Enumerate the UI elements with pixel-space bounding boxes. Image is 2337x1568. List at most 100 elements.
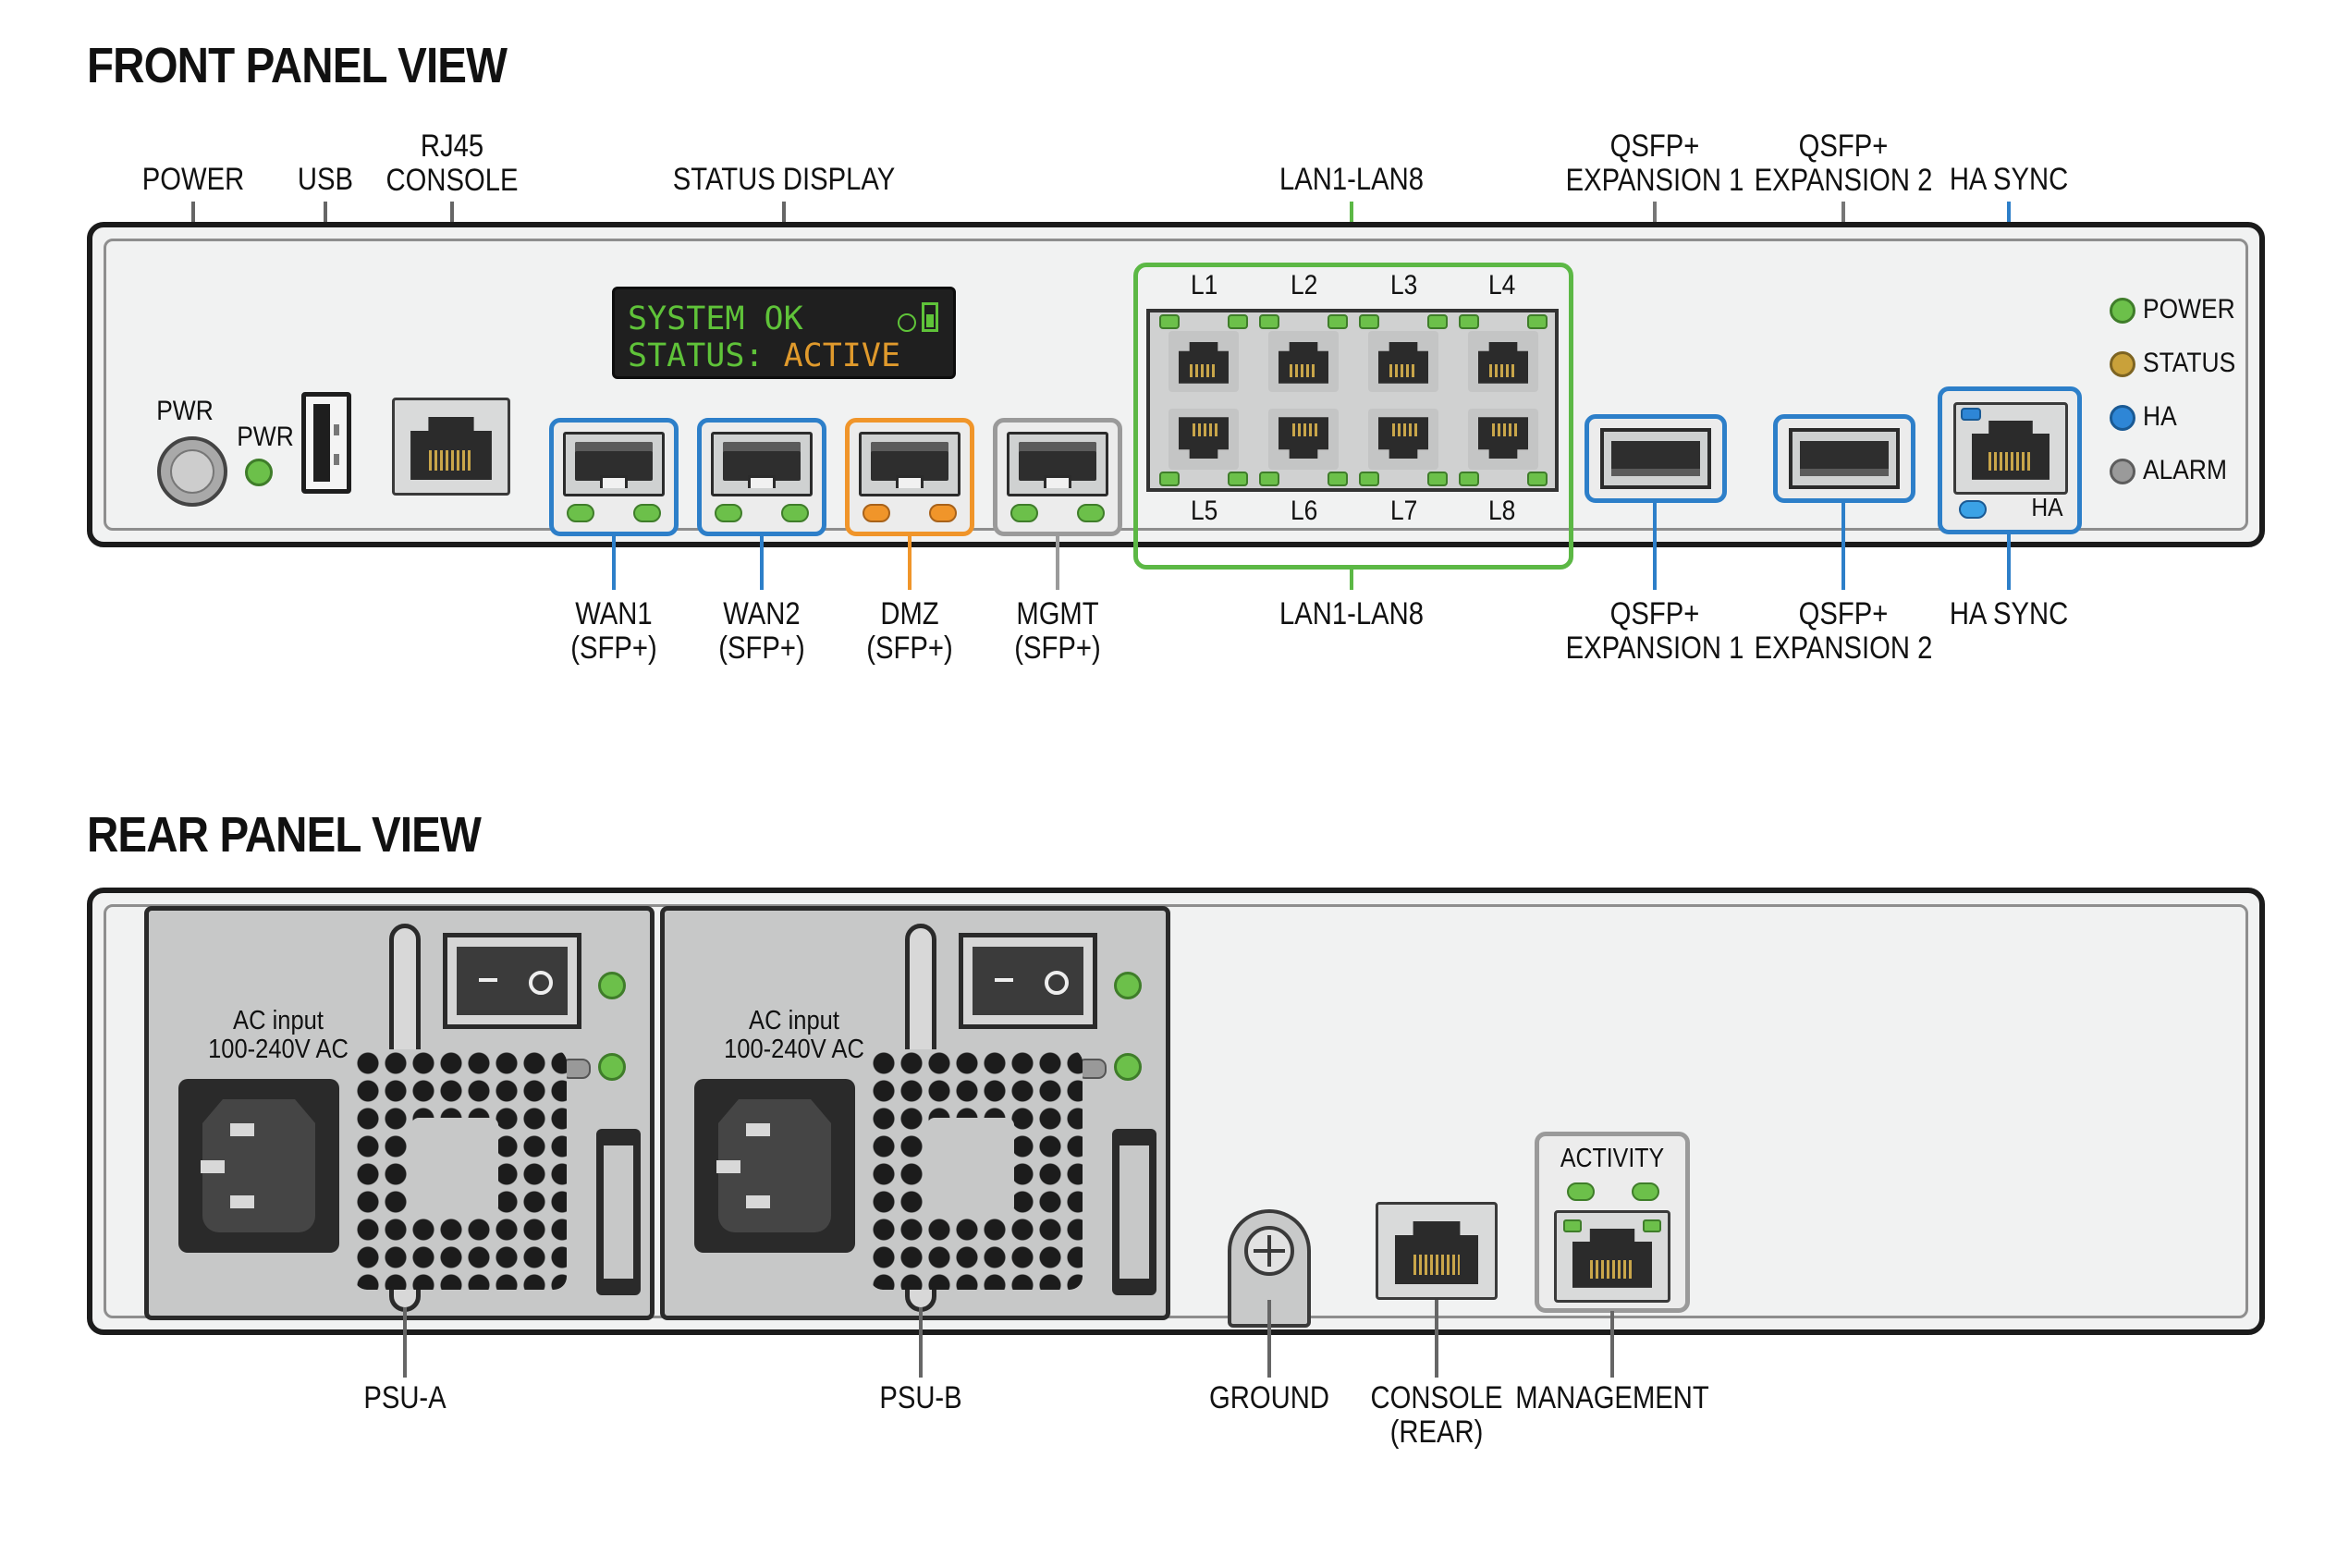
leader-wan2 bbox=[760, 536, 764, 590]
ha-port-label: HA bbox=[2031, 493, 2063, 521]
callout-wan1: WAN1(SFP+) bbox=[570, 596, 657, 666]
lan-label-l2: L2 bbox=[1291, 270, 1318, 300]
wan2-led-link bbox=[715, 504, 742, 522]
psu-a-led-1 bbox=[598, 972, 626, 999]
callout-psu-a: PSU-A bbox=[363, 1380, 447, 1415]
mgmt-led-activity bbox=[1077, 504, 1105, 522]
dmz-sfp-port[interactable] bbox=[845, 418, 974, 536]
callout-ha-top: HA SYNC bbox=[1949, 162, 2069, 197]
psu-a-latch[interactable] bbox=[596, 1129, 641, 1295]
leader-management bbox=[1610, 1311, 1614, 1378]
activity-label: ACTIVITY bbox=[1560, 1144, 1665, 1173]
lan-port-l7[interactable] bbox=[1359, 407, 1448, 486]
qsfp-expansion-1-port[interactable] bbox=[1585, 414, 1727, 503]
legend-led-alarm bbox=[2110, 459, 2135, 484]
rj45-console-port[interactable] bbox=[392, 398, 510, 496]
ha-sync-port[interactable]: HA bbox=[1938, 386, 2082, 534]
lan-label-l7: L7 bbox=[1390, 496, 1418, 526]
callout-ha-bottom: HA SYNC bbox=[1949, 596, 2069, 631]
leader-console-rear bbox=[1435, 1300, 1438, 1378]
psu-b-fan-grille bbox=[870, 1049, 1083, 1290]
mgmt-led-link bbox=[1010, 504, 1038, 522]
callout-wan2: WAN2(SFP+) bbox=[718, 596, 805, 666]
callout-qsfp1-bottom: QSFP+EXPANSION 1 bbox=[1565, 596, 1744, 666]
power-button-label: PWR bbox=[156, 396, 214, 426]
wan2-led-activity bbox=[781, 504, 809, 522]
leader-ground bbox=[1267, 1300, 1271, 1378]
mgmt-activity-led-1 bbox=[1567, 1182, 1595, 1201]
psu-a-led-2 bbox=[598, 1053, 626, 1081]
mgmt-sfp-port[interactable] bbox=[993, 418, 1122, 536]
lan-label-l4: L4 bbox=[1488, 270, 1516, 300]
callout-mgmt: MGMT(SFP+) bbox=[1014, 596, 1101, 666]
legend-label-power: POWER bbox=[2143, 294, 2235, 325]
mgmt-link-led-right bbox=[1643, 1219, 1661, 1232]
callout-power: POWER bbox=[141, 162, 245, 197]
usb-port[interactable] bbox=[301, 392, 351, 494]
callout-status-display: STATUS DISPLAY bbox=[672, 162, 896, 197]
qsfp-expansion-2-port[interactable] bbox=[1773, 414, 1915, 503]
psu-b-latch[interactable] bbox=[1112, 1129, 1156, 1295]
lan-port-l5[interactable] bbox=[1159, 407, 1248, 486]
legend-label-alarm: ALARM bbox=[2143, 455, 2227, 485]
status-display: SYSTEM OK STATUS: ACTIVE bbox=[612, 287, 956, 379]
psu-b-switch[interactable] bbox=[959, 933, 1097, 1029]
psu-a-fan-grille bbox=[354, 1049, 567, 1290]
lan-label-l5: L5 bbox=[1191, 496, 1218, 526]
ground-screw-icon bbox=[1244, 1226, 1294, 1276]
rear-console-port[interactable] bbox=[1376, 1202, 1498, 1300]
mgmt-activity-led-2 bbox=[1632, 1182, 1659, 1201]
callout-usb: USB bbox=[297, 162, 354, 197]
clock-icon bbox=[898, 313, 916, 332]
legend-led-status bbox=[2110, 351, 2135, 377]
callout-ground: GROUND bbox=[1209, 1380, 1329, 1415]
lan-port-l4[interactable] bbox=[1459, 314, 1548, 394]
power-led bbox=[245, 459, 273, 486]
ha-led-link bbox=[1961, 408, 1981, 421]
lan-port-l1[interactable] bbox=[1159, 314, 1248, 394]
legend-label-ha: HA bbox=[2143, 401, 2177, 432]
psu-b-ac-inlet[interactable] bbox=[694, 1079, 855, 1253]
leader-dmz bbox=[908, 536, 912, 590]
callout-lan-bottom: LAN1-LAN8 bbox=[1279, 596, 1425, 631]
lcd-line-1: SYSTEM OK bbox=[628, 300, 803, 337]
lan-port-l2[interactable] bbox=[1259, 314, 1348, 394]
psu-a-ac-inlet[interactable] bbox=[178, 1079, 339, 1253]
wan2-sfp-port[interactable] bbox=[697, 418, 826, 536]
lan-port-l8[interactable] bbox=[1459, 407, 1548, 486]
lan-port-l6[interactable] bbox=[1259, 407, 1348, 486]
leader-mgmt bbox=[1056, 536, 1059, 590]
wan1-led-link bbox=[567, 504, 594, 522]
power-button[interactable] bbox=[157, 436, 227, 507]
front-panel-title: FRONT PANEL VIEW bbox=[87, 38, 508, 93]
management-port[interactable]: ACTIVITY bbox=[1535, 1132, 1690, 1313]
leader-ha-bottom bbox=[2007, 534, 2011, 590]
psu-a-switch[interactable] bbox=[443, 933, 581, 1029]
psu-b-led-2 bbox=[1114, 1053, 1142, 1081]
callout-qsfp2-top: QSFP+EXPANSION 2 bbox=[1754, 129, 1933, 198]
legend-label-status: STATUS bbox=[2143, 348, 2236, 378]
dmz-led-activity bbox=[929, 504, 957, 522]
ground-lug[interactable] bbox=[1228, 1209, 1311, 1328]
lan-label-l3: L3 bbox=[1390, 270, 1418, 300]
lan-label-l8: L8 bbox=[1488, 496, 1516, 526]
callout-psu-b: PSU-B bbox=[879, 1380, 962, 1415]
ha-led-activity bbox=[1959, 500, 1987, 519]
battery-icon bbox=[922, 302, 938, 332]
lcd-status-label: STATUS: bbox=[628, 337, 765, 374]
callout-lan-top: LAN1-LAN8 bbox=[1279, 162, 1425, 197]
rear-panel-title: REAR PANEL VIEW bbox=[87, 807, 482, 863]
leader-qsfp2-bottom bbox=[1841, 503, 1845, 590]
leader-qsfp1-bottom bbox=[1653, 503, 1657, 590]
wan1-sfp-port[interactable] bbox=[549, 418, 679, 536]
leader-wan1 bbox=[612, 536, 616, 590]
callout-qsfp2-bottom: QSFP+EXPANSION 2 bbox=[1754, 596, 1933, 666]
leader-lan-bottom bbox=[1350, 570, 1353, 590]
lan-port-l3[interactable] bbox=[1359, 314, 1448, 394]
power-led-label: PWR bbox=[237, 422, 294, 452]
psu-b-led-1 bbox=[1114, 972, 1142, 999]
